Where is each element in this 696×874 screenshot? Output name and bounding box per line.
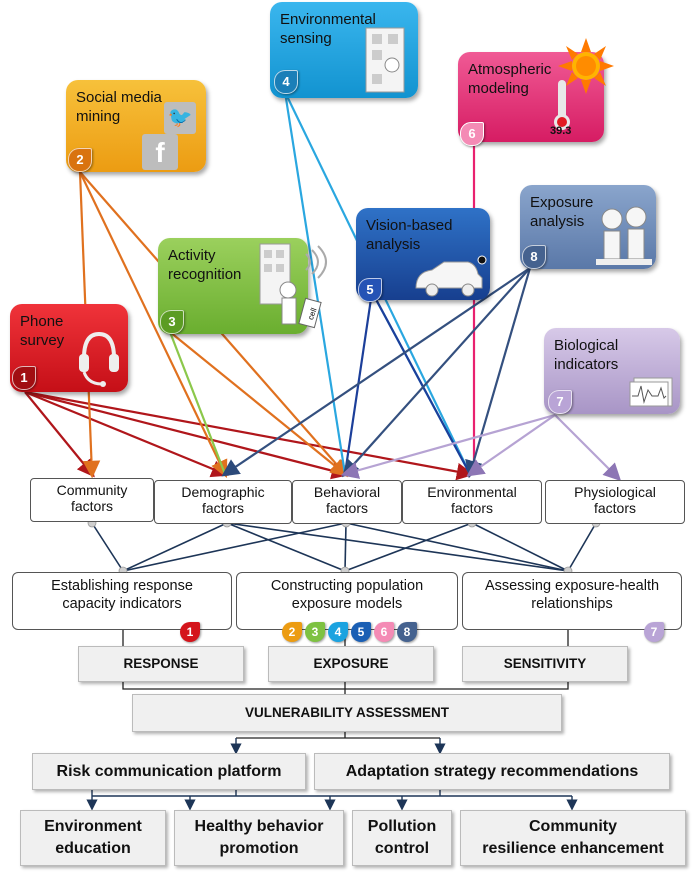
source-label: Vision-based analysis [366,217,453,253]
factor-behavioral: Behavioral factors [292,480,402,524]
twitter-facebook-icon: 🐦 f [142,102,200,170]
step-badge-4: 4 [328,622,348,642]
source-activity-recognition: Activity recognition cell 3 [158,238,327,334]
badge-2: 2 [68,148,92,172]
adaptation-strategy-recommendations: Adaptation strategy recommendations [314,753,670,790]
source-environmental-sensing: Environmental sensing 4 [270,2,418,98]
step-response-capacity: Establishing response capacity indicator… [12,572,232,630]
source-exposure-analysis: Exposure analysis 8 [520,185,656,269]
cell-phone-icon: cell [259,243,327,329]
outcome-healthy-behavior: Healthy behavior promotion [174,810,344,866]
step-exposure-health: Assessing exposure-health relationships [462,572,682,630]
badge-5: 5 [358,278,382,302]
source-vision-based: Vision-based analysis 5 [356,208,490,302]
factor-physiological: Physiological factors [545,480,685,524]
source-label: Social media mining [76,89,162,125]
source-label: Phone survey [20,313,65,349]
step-badge-6: 6 [374,622,394,642]
bar-exposure: EXPOSURE [268,646,434,682]
bar-sensitivity: SENSITIVITY [462,646,628,682]
factor-community: Community factors [30,478,154,522]
risk-communication-platform: Risk communication platform [32,753,306,790]
step-badge-7: 7 [644,622,664,642]
car-icon [415,255,487,297]
factor-environmental: Environmental factors [402,480,542,524]
people-icon [596,206,652,265]
source-atmospheric-modeling: Atmospheric modeling 39.3 6 [458,38,614,146]
temperature-value: 39.3 [550,125,572,137]
source-label: Environmental sensing [280,11,376,47]
badge-3: 3 [160,310,184,334]
badge-8: 8 [522,245,546,269]
outcome-community-resilience: Community resilience enhancement [460,810,686,866]
step-badge-1: 1 [180,622,200,642]
badge-4: 4 [274,70,298,94]
badge-6: 6 [460,122,484,146]
source-label: Activity recognition [168,247,242,283]
headset-icon [79,331,119,387]
step-exposure-models: Constructing population exposure models [236,572,458,630]
svg-text:cell: cell [306,306,319,321]
badge-7: 7 [548,390,572,414]
badge-1: 1 [12,366,36,390]
source-phone-survey: Phone survey 1 [10,304,128,392]
bar-vulnerability-assessment: VULNERABILITY ASSESSMENT [132,694,562,732]
step-badge-5: 5 [351,622,371,642]
outcome-pollution-control: Pollution control [352,810,452,866]
bar-response: RESPONSE [78,646,244,682]
step-badge-3: 3 [305,622,325,642]
chart-icon [629,377,673,407]
sun-thermometer-icon [554,38,614,130]
source-label: Exposure analysis [530,194,594,230]
step-badge-8: 8 [397,622,417,642]
source-social-media: Social media mining 🐦 f 2 [66,80,206,172]
building-icon [365,27,405,93]
source-label: Atmospheric modeling [468,61,552,97]
source-biological-indicators: Biological indicators 7 [544,328,680,414]
factor-demographic: Demographic factors [154,480,292,524]
step-badge-2: 2 [282,622,302,642]
outcome-environment-education: Environment education [20,810,166,866]
source-label: Biological indicators [554,337,619,373]
